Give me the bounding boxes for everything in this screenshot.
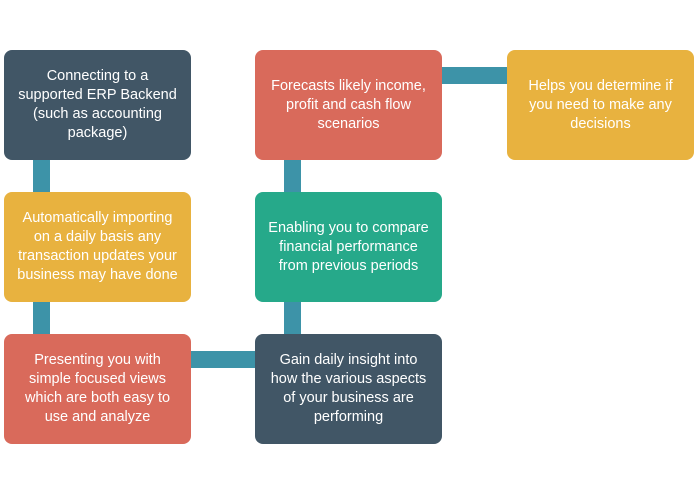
step-decisions: Helps you determine if you need to make … (507, 50, 694, 160)
connector-4-5 (284, 302, 301, 334)
connector-2-3 (33, 302, 50, 334)
step-focused-views: Presenting you with simple focused views… (4, 334, 191, 444)
step-text: Connecting to a supported ERP Backend (s… (18, 68, 177, 141)
step-auto-import: Automatically importing on a daily basis… (4, 192, 191, 302)
step-text: Automatically importing on a daily basis… (17, 210, 178, 283)
step-daily-insight: Gain daily insight into how the various … (255, 334, 442, 444)
connector-3-4 (191, 351, 255, 368)
connector-1-2 (33, 160, 50, 192)
connector-6-7 (442, 67, 507, 84)
step-connect-erp: Connecting to a supported ERP Backend (s… (4, 50, 191, 160)
step-text: Enabling you to compare financial perfor… (268, 219, 429, 274)
step-text: Gain daily insight into how the various … (270, 352, 427, 425)
step-text: Helps you determine if you need to make … (528, 77, 673, 132)
step-forecasts: Forecasts likely income, profit and cash… (255, 50, 442, 160)
step-compare-performance: Enabling you to compare financial perfor… (255, 192, 442, 302)
connector-5-6 (284, 160, 301, 192)
step-text: Presenting you with simple focused views… (24, 352, 171, 425)
step-text: Forecasts likely income, profit and cash… (271, 77, 426, 132)
